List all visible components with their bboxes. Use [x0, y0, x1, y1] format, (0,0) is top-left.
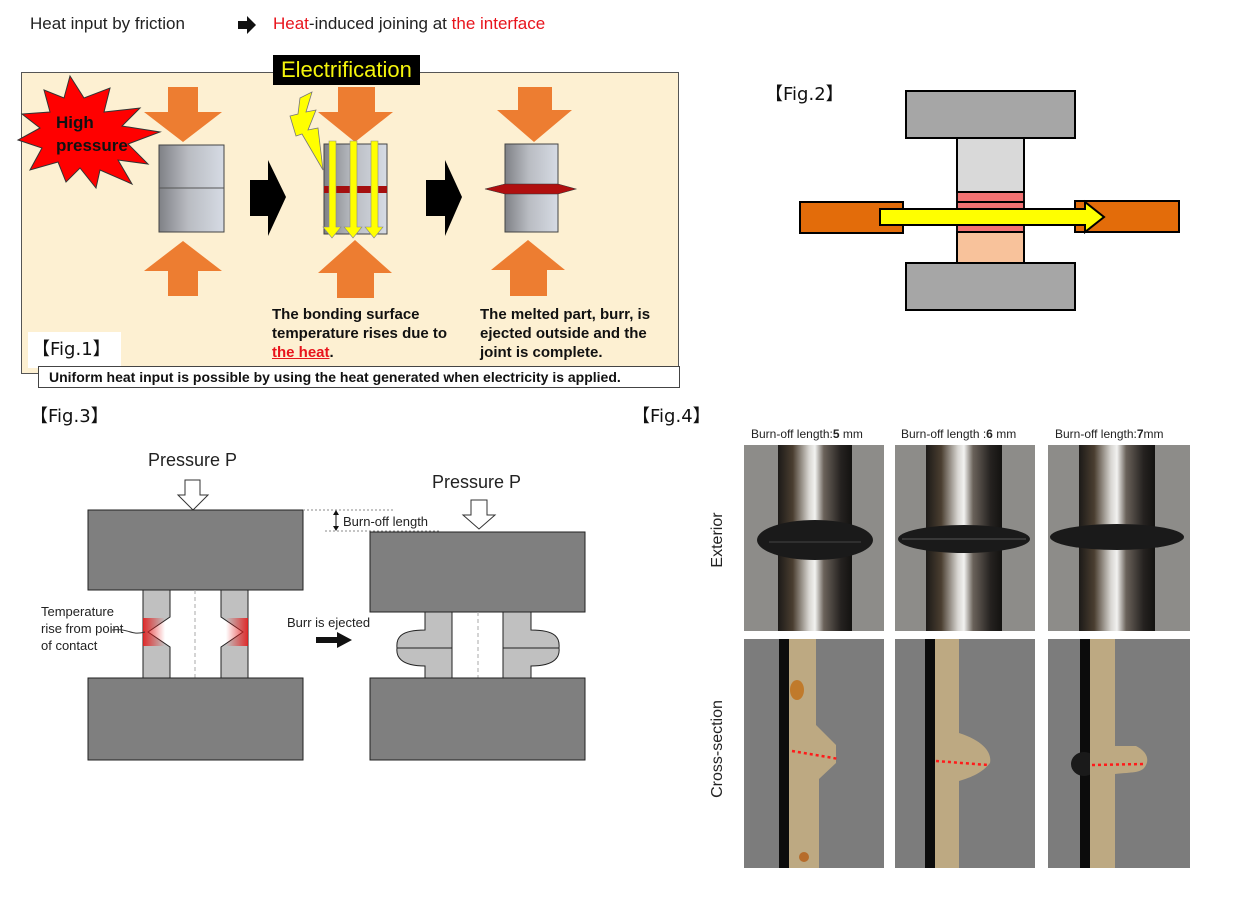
fig1-label: 【Fig.1】: [32, 339, 111, 360]
pressure-arrow-right-icon: [461, 499, 497, 530]
fig2-label: 【Fig.2】: [765, 84, 844, 105]
row-label-cross-section: Cross-section: [709, 700, 726, 798]
step2-pressure-arrow-top: [318, 87, 393, 142]
exterior-photo-5mm: [744, 445, 884, 631]
heat-spot-left: [143, 618, 165, 646]
temp-rise-line3: of contact: [41, 638, 98, 653]
header-left-text: Heat input by friction: [30, 14, 185, 33]
header-mid-text: -induced joining at: [308, 14, 452, 33]
col-prefix: Burn-off length:: [751, 427, 833, 441]
step3-pressure-arrow-bottom: [491, 240, 565, 296]
current-arrows: [322, 140, 384, 239]
pressure-arrow-left-icon: [176, 479, 210, 511]
col-value: 5: [832, 427, 840, 441]
high-pressure-burst: High pressure: [16, 74, 162, 190]
right-workpiece-right: [502, 611, 560, 679]
process-arrow-2: [426, 160, 462, 236]
upper-die-right: [369, 531, 586, 613]
step1-pressure-arrow-top: [144, 87, 222, 142]
fig1-footer-note: Uniform heat input is possible by using …: [38, 366, 680, 388]
header-right-text: Heat-induced joining at the interface: [273, 14, 545, 34]
upper-electrode: [905, 90, 1076, 139]
right-arrow-icon: [238, 16, 256, 34]
fig4-photo-grid: [744, 445, 1190, 868]
col-prefix: Burn-off length:: [1055, 427, 1137, 441]
heat-spot-right: [226, 618, 248, 646]
lower-die-right: [369, 677, 586, 761]
burr-arrow-icon: [316, 632, 352, 648]
fig1-diagram: High pressure: [16, 74, 578, 298]
step3-pressure-arrow-top: [497, 87, 572, 142]
electrification-banner: Electrification: [273, 55, 420, 85]
col-value: 6: [986, 427, 993, 441]
exterior-photo-7mm: [1048, 445, 1190, 631]
burst-text-line1: High: [56, 113, 94, 132]
col-value: 7: [1136, 427, 1144, 441]
pressure-label-left: Pressure P: [148, 450, 238, 470]
step3-burr: [484, 183, 578, 195]
burst-text-line2: pressure: [56, 136, 128, 155]
burr-ejected-label: Burr is ejected: [287, 615, 371, 630]
col-unit: mm: [992, 427, 1017, 441]
upper-workpiece: [956, 137, 1025, 193]
lightning-icon: [289, 91, 324, 171]
fig1-label-background: [28, 332, 121, 368]
exterior-photo-6mm: [895, 445, 1035, 631]
cross-section-photo-7mm: [1048, 639, 1190, 868]
row-label-exterior: Exterior: [709, 512, 726, 568]
header-heat-word: Heat: [273, 14, 309, 33]
lower-electrode: [905, 262, 1076, 311]
header-interface-word: the interface: [451, 14, 546, 33]
step2-pressure-arrow-bottom: [318, 240, 392, 298]
fig3-diagram: [87, 479, 586, 761]
current-flow-arrow: [879, 199, 1106, 235]
right-workpiece-left: [396, 611, 453, 679]
upper-die-left: [87, 509, 304, 591]
temp-rise-line1: Temperature: [41, 604, 114, 619]
fig2-diagram: [799, 90, 1180, 311]
step2-caption-end: .: [329, 344, 334, 361]
temp-rise-label: Temperature rise from point of contact: [41, 603, 123, 654]
col-prefix: Burn-off length :: [901, 427, 987, 441]
fig3-label: 【Fig.3】: [30, 406, 109, 427]
step2-caption-highlight: the heat: [272, 344, 330, 361]
temp-rise-line2: rise from point: [41, 621, 124, 636]
step3-caption: The melted part, burr, is ejected outsid…: [480, 306, 651, 361]
step2-caption: The bonding surface temperature rises du…: [272, 305, 472, 362]
column-label-5mm: Burn-off length:5 mm: [751, 427, 863, 441]
cross-section-photo-6mm: [895, 639, 1035, 868]
column-label-6mm: Burn-off length :6 mm: [901, 427, 1016, 441]
lower-workpiece: [956, 231, 1025, 264]
step2-caption-text: The bonding surface temperature rises du…: [272, 306, 448, 342]
column-label-7mm: Burn-off length:7mm: [1055, 427, 1164, 441]
step1-pressure-arrow-bottom: [144, 241, 222, 296]
col-unit: mm: [1143, 427, 1164, 441]
fig4-label: 【Fig.4】: [632, 406, 711, 427]
cross-section-photo-5mm: [744, 639, 884, 868]
process-arrow-1: [250, 160, 286, 236]
lower-die-left: [87, 677, 304, 761]
col-unit: mm: [839, 427, 863, 441]
pressure-label-right: Pressure P: [432, 472, 522, 492]
burn-off-label: Burn-off length: [343, 514, 429, 529]
